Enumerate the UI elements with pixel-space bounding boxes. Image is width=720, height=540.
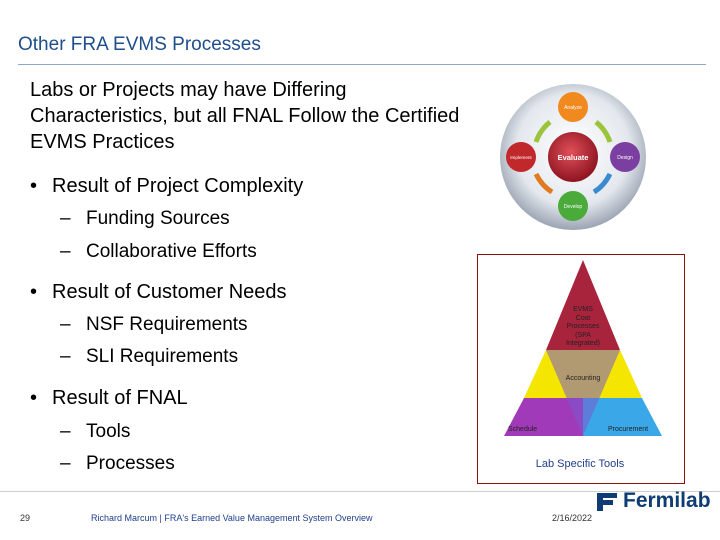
pyramid-caption: Lab Specific Tools: [535, 458, 625, 470]
bullet-dot: •: [30, 281, 38, 303]
bullet-label: Result of FNAL: [52, 387, 188, 409]
pyramid-top-line: Processes: [566, 323, 600, 330]
footer-date: 2/16/2022: [552, 513, 593, 523]
pyramid-top-line: Cost: [575, 314, 591, 322]
dash-marker: –: [60, 241, 71, 262]
cycle-node-right-label: Design: [617, 155, 633, 161]
bullet-customer-needs: • Result of Customer Needs: [30, 281, 287, 304]
footer-divider: [0, 491, 720, 492]
pyramid-left-segment: [504, 398, 583, 436]
pyramid-top-line: (SPA: [575, 331, 591, 339]
sub-bullet-label: Processes: [86, 453, 175, 474]
sub-bullet: –Collaborative Efforts: [60, 241, 257, 263]
cycle-node-right: [610, 142, 640, 172]
cycle-center-node: [548, 132, 598, 182]
sub-bullet: –Processes: [60, 453, 175, 475]
pyramid-center-segment: [546, 350, 620, 436]
bullet-dot: •: [30, 387, 38, 409]
cycle-arrow: [533, 120, 552, 143]
dash-marker: –: [60, 421, 71, 442]
dash-marker: –: [60, 346, 71, 367]
pyramid-frame: [477, 254, 685, 484]
sub-bullet-label: Tools: [86, 421, 131, 442]
cycle-node-bottom-label: Develop: [564, 204, 583, 210]
cycle-node-left-label: Implement: [510, 155, 532, 160]
cycle-node-top: [558, 92, 588, 122]
cycle-arrow: [533, 172, 554, 195]
title-divider: [18, 64, 706, 65]
bullet-fnal: • Result of FNAL: [30, 387, 188, 410]
pyramid-top-line: Integrated): [566, 340, 600, 347]
sub-bullet-label: NSF Requirements: [86, 314, 248, 335]
dash-marker: –: [60, 314, 71, 335]
pyramid-top-label: EVMS Cost Processes (SPA Integrated): [555, 306, 611, 349]
cycle-node-bottom: [558, 191, 588, 221]
cycle-arrow: [594, 120, 613, 143]
cycle-center-label: Evaluate: [558, 153, 589, 162]
footer-caption: Richard Marcum | FRA's Earned Value Mana…: [91, 513, 373, 523]
fermilab-logo-text: Fermilab: [623, 489, 711, 512]
slide-title: Other FRA EVMS Processes: [18, 34, 261, 55]
pyramid-left-label: Schedule: [508, 426, 538, 433]
sub-bullet-label: Collaborative Efforts: [86, 241, 257, 262]
fermilab-logo-icon: [597, 493, 617, 511]
sub-bullet: –NSF Requirements: [60, 314, 248, 336]
sub-bullet-label: SLI Requirements: [86, 346, 239, 367]
pyramid-right-label: Procurement: [608, 426, 649, 433]
tools-pyramid-diagram: [504, 260, 662, 436]
process-cycle-diagram: Evaluate Analyze Design Develop Implemen…: [500, 84, 646, 230]
bullet-label: Result of Project Complexity: [52, 175, 304, 197]
fermilab-logo: Fermilab: [597, 489, 711, 514]
sub-bullet-label: Funding Sources: [86, 208, 230, 229]
pyramid-middle-label: Accounting: [565, 375, 601, 382]
cycle-arrow: [592, 172, 613, 195]
intro-text: Labs or Projects may have Differing Char…: [30, 79, 460, 153]
bullet-dot: •: [30, 175, 38, 197]
pyramid-top-line: EVMS: [573, 306, 593, 313]
pyramid-top-segment: [546, 260, 620, 350]
dash-marker: –: [60, 453, 71, 474]
cycle-node-top-label: Analyze: [564, 105, 582, 111]
sub-bullet: –Funding Sources: [60, 208, 230, 230]
sub-bullet: –SLI Requirements: [60, 346, 238, 368]
bullet-project-complexity: • Result of Project Complexity: [30, 175, 303, 198]
page-number: 29: [20, 513, 31, 523]
pyramid-right-segment: [583, 398, 662, 436]
bullet-label: Result of Customer Needs: [52, 281, 287, 303]
dash-marker: –: [60, 208, 71, 229]
cycle-node-left: [506, 142, 536, 172]
sub-bullet: –Tools: [60, 421, 130, 443]
